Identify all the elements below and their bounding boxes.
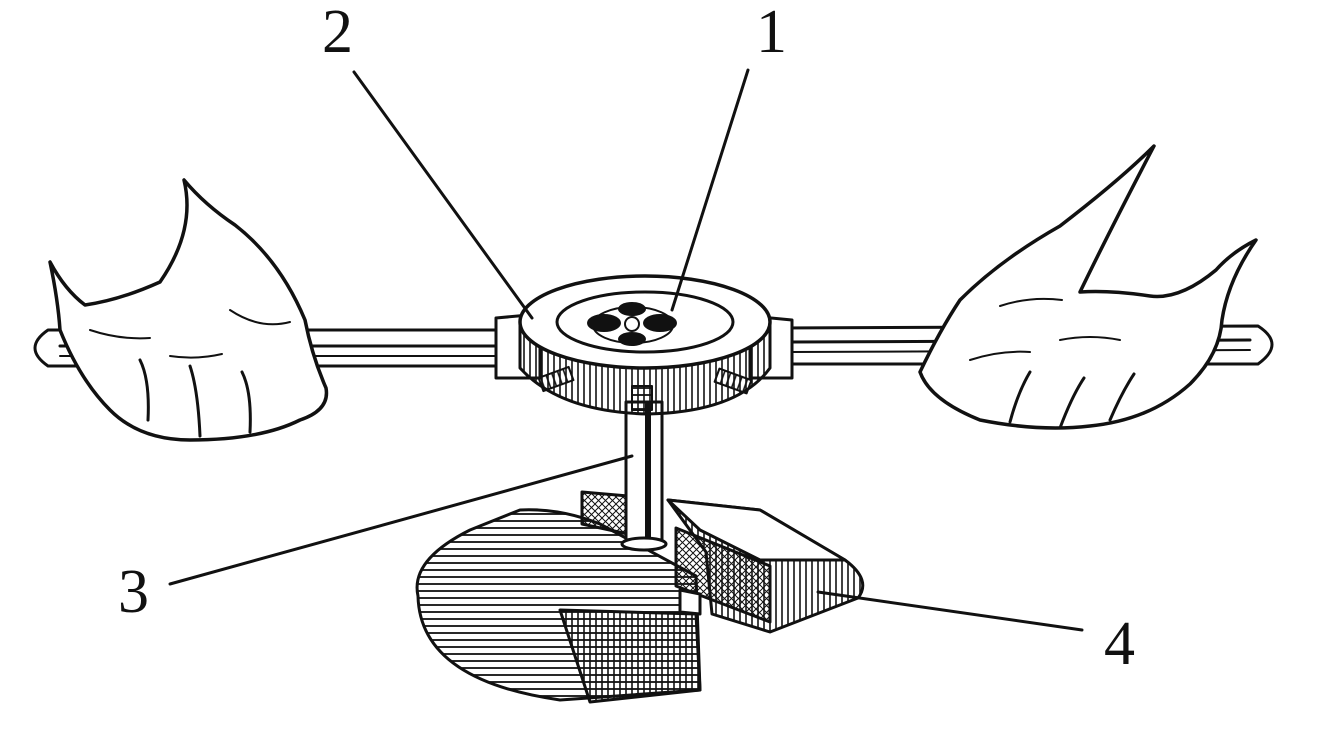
leader-line-1 [670,68,750,312]
leader-line-3 [168,454,634,586]
die [587,302,677,346]
callout-3: 3 [118,558,149,626]
leader-line-2 [352,70,534,320]
die-stock [494,274,794,416]
leader-line-4 [816,590,1084,632]
left-hand [48,178,329,442]
callout-1: 1 [756,0,787,66]
leader-lines [168,68,1084,632]
threaded-rod [620,400,668,552]
right-hand [918,144,1258,430]
bench-vise [415,490,865,704]
callout-4: 4 [1104,610,1135,678]
callout-2: 2 [322,0,353,66]
